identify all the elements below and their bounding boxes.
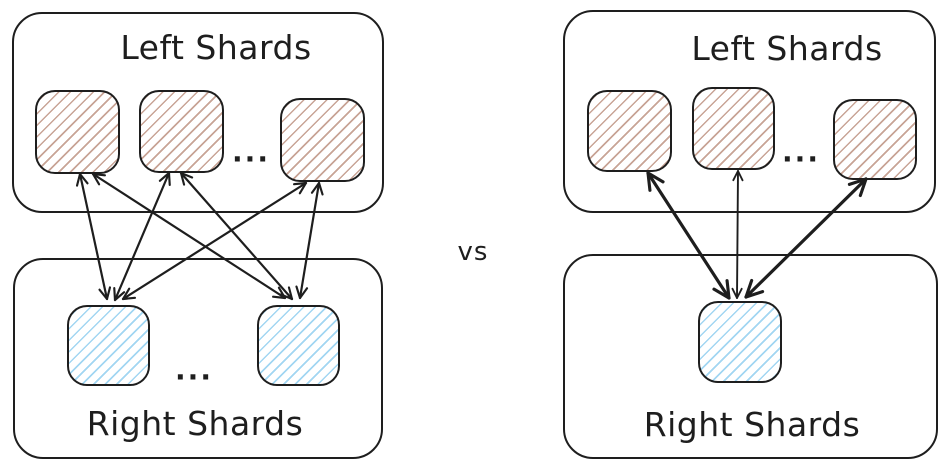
right-diagram-right-shards-panel: Right Shards xyxy=(563,254,938,459)
left-shards-title: Left Shards xyxy=(120,28,312,67)
right-shard-box xyxy=(698,301,782,383)
left-shards-title: Left Shards xyxy=(691,29,883,68)
right-shard-box xyxy=(257,305,340,386)
right-shard-box xyxy=(67,305,150,386)
ellipsis-label: ... xyxy=(232,135,270,169)
left-shard-box xyxy=(139,90,224,173)
ellipsis-label: ... xyxy=(175,353,213,387)
left-shard-box xyxy=(35,90,120,174)
left-shard-box xyxy=(280,98,365,182)
left-shard-box xyxy=(833,99,917,180)
right-diagram-left-shards-panel: Left Shards ... xyxy=(563,10,936,213)
left-shard-box xyxy=(692,87,775,170)
left-shard-box xyxy=(587,90,672,172)
left-diagram-right-shards-panel: ... Right Shards xyxy=(13,258,383,459)
right-shards-title: Right Shards xyxy=(86,404,304,443)
right-shards-title: Right Shards xyxy=(643,405,861,444)
ellipsis-label: ... xyxy=(782,135,820,169)
vs-separator-label: vs xyxy=(457,237,489,267)
left-diagram-left-shards-panel: Left Shards ... xyxy=(12,12,384,213)
